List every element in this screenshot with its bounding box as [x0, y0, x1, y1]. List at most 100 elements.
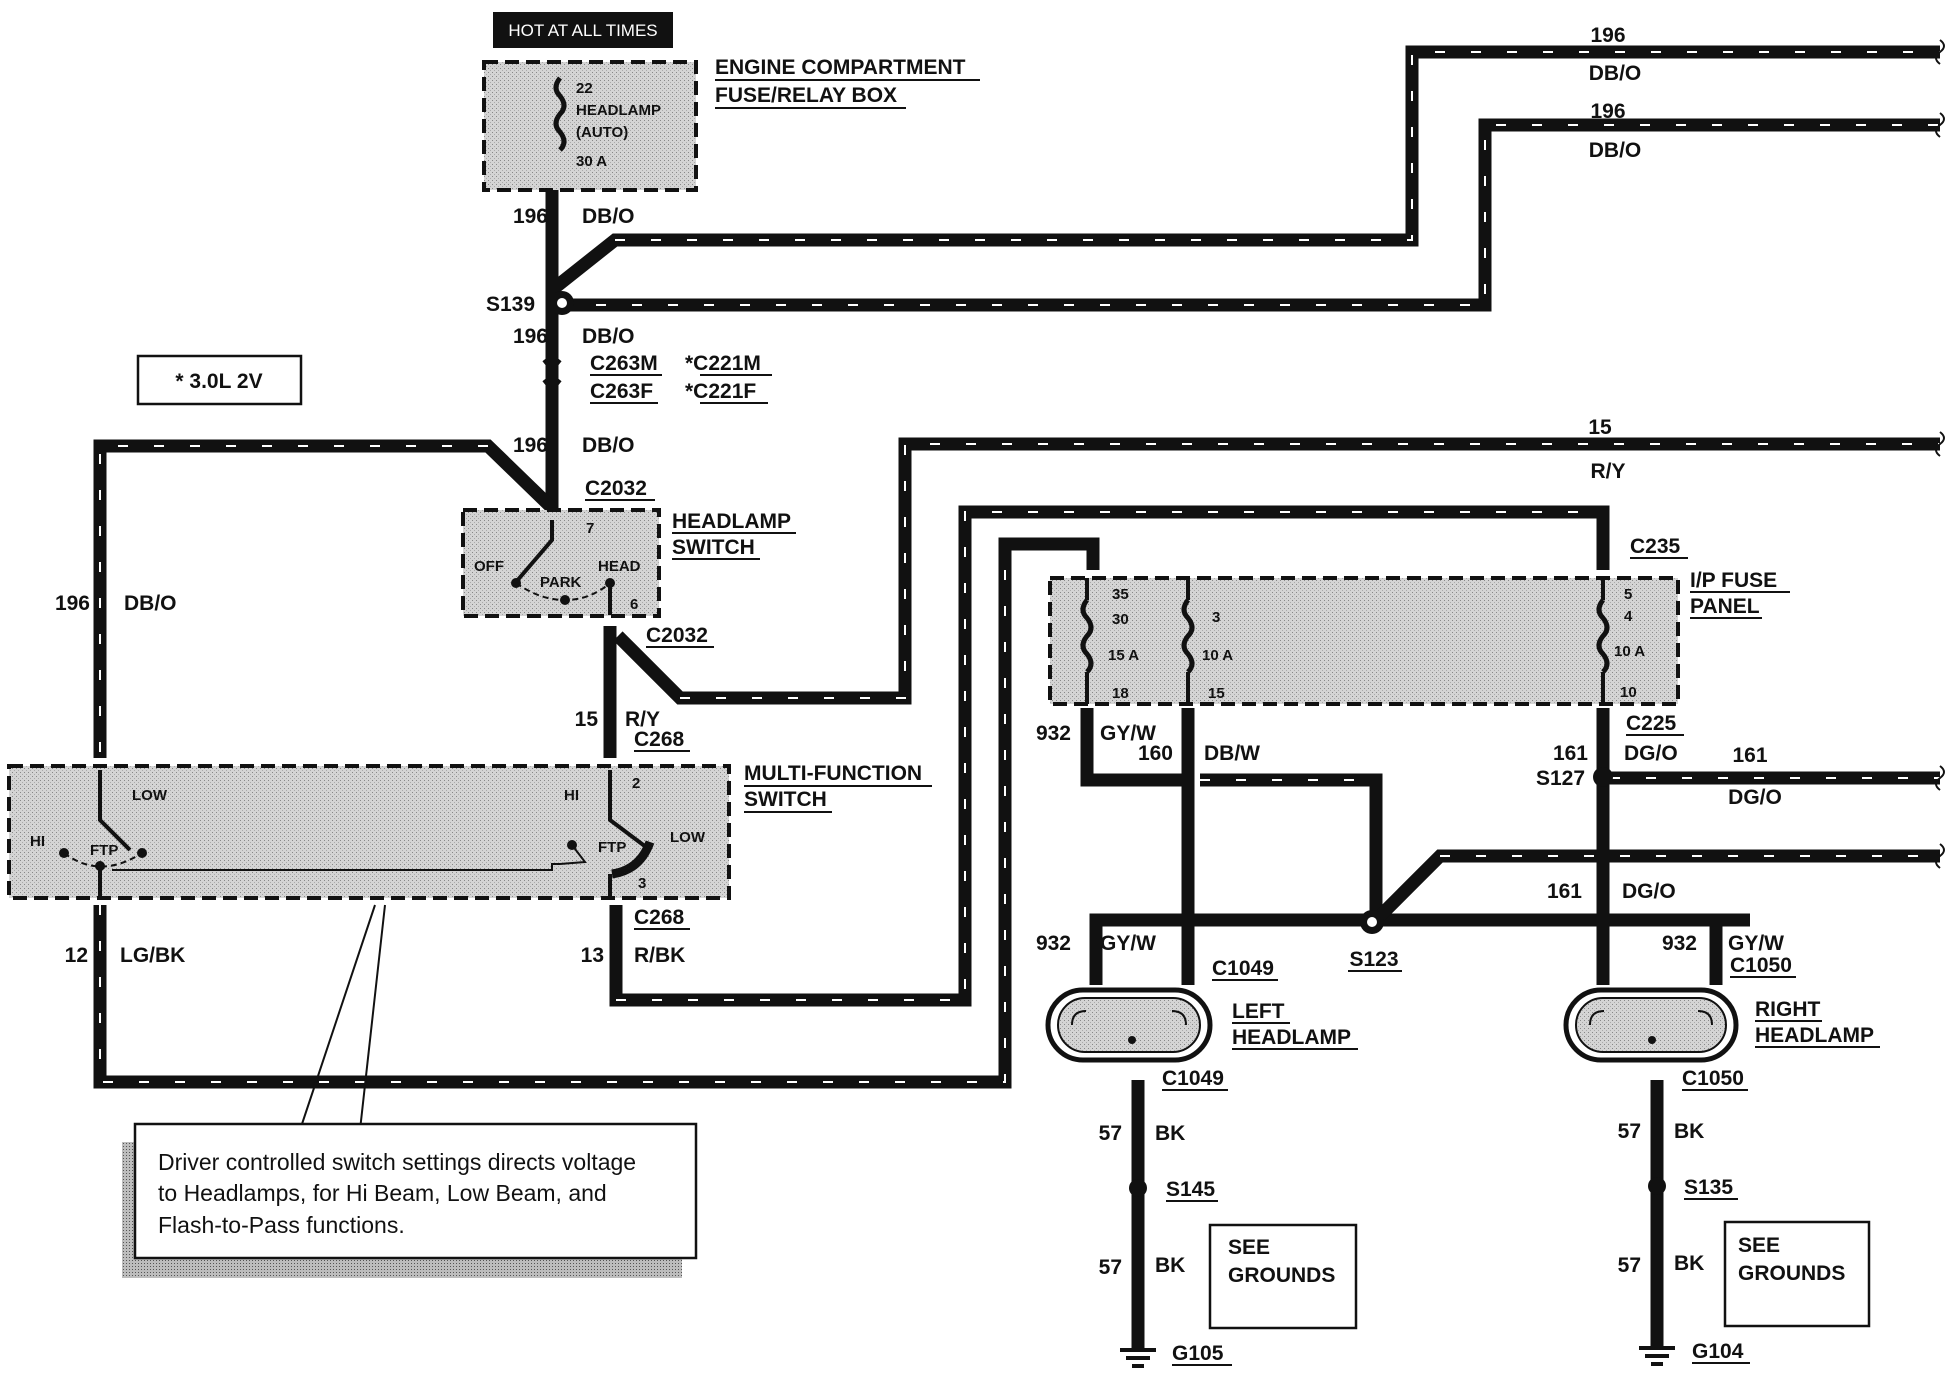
mfs-pin-3: 3: [638, 875, 646, 892]
wire-dbo-label-right-2: DB/O: [1589, 139, 1642, 162]
connector-c263f: C263F: [590, 380, 653, 403]
mfs-ftp-right: FTP: [598, 839, 626, 856]
ip-fuse-c-top2: 4: [1624, 608, 1633, 625]
note-box: [133, 1122, 698, 1260]
wire-gyw-label-left-lamp: GY/W: [1100, 932, 1156, 955]
multi-function-switch-title-2: SWITCH: [744, 788, 827, 811]
wire-160-label: 160: [1138, 742, 1173, 765]
wire-dbo-label-switch: DB/O: [582, 434, 635, 457]
headlamp-switch-off: OFF: [474, 558, 504, 575]
ip-fuse-a-bottom: 18: [1112, 685, 1129, 702]
wire-bk-label-right-2: BK: [1674, 1252, 1704, 1275]
see-grounds-box-right: [1723, 1220, 1871, 1328]
wire-dbo-label-left: DB/O: [124, 592, 177, 615]
connector-c263-icon: [542, 358, 562, 394]
connector-c235: C235: [1630, 535, 1681, 558]
headlamp-switch-pin-7: 7: [586, 520, 594, 537]
ip-fuse-panel-title-2: PANEL: [1690, 595, 1760, 618]
wire-dbo-label-top: DB/O: [582, 205, 635, 228]
fuse-22-rating: 30 A: [576, 153, 607, 170]
headlamp-switch-pin-6: 6: [630, 596, 638, 613]
ip-fuse-b-icon: [1181, 598, 1195, 674]
right-headlamp-title-1: RIGHT: [1755, 998, 1821, 1021]
ip-fuse-c-top1: 5: [1624, 586, 1632, 603]
ground-g105-icon: [1120, 1348, 1156, 1368]
engine-fuse-box-title-2: FUSE/RELAY BOX: [715, 84, 897, 107]
wire-932-label-left-lamp: 932: [1036, 932, 1071, 955]
wire-dbo-label-right-1: DB/O: [1589, 62, 1642, 85]
see-grounds-box-left: [1208, 1223, 1358, 1330]
wire-dgo-label-right: DG/O: [1728, 786, 1782, 809]
mfs-hi-right: HI: [564, 787, 579, 804]
wire-12-label: 12: [65, 944, 88, 967]
engine-fuse-box: [482, 60, 698, 192]
ip-fuse-c-bottom: 10: [1620, 684, 1637, 701]
variant-note-box: [136, 354, 303, 406]
note-callout-leader: [299, 904, 386, 1131]
connector-c268-top: C268: [634, 728, 685, 751]
ip-fuse-c-icon: [1596, 598, 1610, 674]
wire-196-label-left: 196: [55, 592, 90, 615]
hot-at-all-times-banner: [493, 12, 673, 48]
connector-c1050-bottom: C1050: [1682, 1067, 1744, 1090]
right-headlamp: [1563, 987, 1739, 1063]
note-line-2: to Headlamps, for Hi Beam, Low Beam, and: [158, 1180, 607, 1206]
wire-rbk-label: R/BK: [634, 944, 685, 967]
see-grounds-right-1: SEE: [1738, 1234, 1780, 1257]
left-headlamp-title-1: LEFT: [1232, 1000, 1285, 1023]
headlamp-switch-blade-icon: [514, 520, 554, 584]
mfs-low-left: LOW: [132, 787, 168, 804]
wire-57-label-left-2: 57: [1099, 1256, 1122, 1279]
connector-c268-bottom: C268: [634, 906, 685, 929]
mfs-ftp-left: FTP: [90, 842, 118, 859]
note-line-1: Driver controlled switch settings direct…: [158, 1149, 636, 1175]
wire-196-label-mid: 196: [513, 325, 548, 348]
splice-s123-label: S123: [1349, 948, 1398, 971]
left-headlamp: [1045, 987, 1213, 1063]
fuse-22-name: HEADLAMP: [576, 102, 661, 119]
right-headlamp-title-2: HEADLAMP: [1755, 1024, 1874, 1047]
headlamp-switch-title-1: HEADLAMP: [672, 510, 791, 533]
wire-161-label-lower: 161: [1547, 880, 1582, 903]
variant-note: * 3.0L 2V: [175, 370, 262, 393]
wire-dgo-label-s127: DG/O: [1624, 742, 1678, 765]
engine-fuse-box-title-1: ENGINE COMPARTMENT: [715, 56, 966, 79]
connector-c2032-bottom: C2032: [646, 624, 708, 647]
ip-fuse-a-top2: 30: [1112, 611, 1129, 628]
splice-s127: [1593, 767, 1613, 787]
wire-bk-label-left-1: BK: [1155, 1122, 1185, 1145]
splice-s127-label: S127: [1536, 767, 1585, 790]
wire-196-label-right-2: 196: [1590, 100, 1625, 123]
wire-dbw-label: DB/W: [1204, 742, 1260, 765]
wire-196-label-top: 196: [513, 205, 548, 228]
see-grounds-right-2: GROUNDS: [1738, 1262, 1845, 1285]
mfs-hi-left: HI: [30, 833, 45, 850]
wire-57-label-right-1: 57: [1618, 1120, 1641, 1143]
ip-fuse-b-rating: 10 A: [1202, 647, 1233, 664]
wire-15-label-right: 15: [1588, 416, 1612, 439]
splice-s135-label: S135: [1684, 1176, 1733, 1199]
mfs-low-right: LOW: [670, 829, 706, 846]
wire-break-marks: [1935, 39, 1945, 869]
wire-gyw-label-right-lamp: GY/W: [1728, 932, 1784, 955]
wire-13-label: 13: [581, 944, 604, 967]
wire-15-label-switch: 15: [575, 708, 599, 731]
wire-161-label-right: 161: [1732, 744, 1767, 767]
ip-fuse-a-rating: 15 A: [1108, 647, 1139, 664]
wire-bk-label-right-1: BK: [1674, 1120, 1704, 1143]
see-grounds-left-2: GROUNDS: [1228, 1264, 1335, 1287]
wire-dbo-label-mid: DB/O: [582, 325, 635, 348]
fuse-22-number: 22: [576, 80, 593, 97]
connector-c263m: C263M: [590, 352, 658, 375]
ip-fuse-c-rating: 10 A: [1614, 643, 1645, 660]
connector-c221f: *C221F: [685, 380, 756, 403]
fuse-22-mode: (AUTO): [576, 124, 628, 141]
wire-lgbk-label: LG/BK: [120, 944, 185, 967]
hot-at-all-times-label: HOT AT ALL TIMES: [508, 21, 657, 40]
connector-c221m: *C221M: [685, 352, 761, 375]
connector-c1050-top: C1050: [1730, 954, 1792, 977]
wire-ry-label-switch: R/Y: [625, 708, 660, 731]
ip-fuse-panel-box: [1048, 576, 1680, 706]
wire-highlights: [99, 51, 1940, 1083]
ip-fuse-b-bottom: 15: [1208, 685, 1225, 702]
